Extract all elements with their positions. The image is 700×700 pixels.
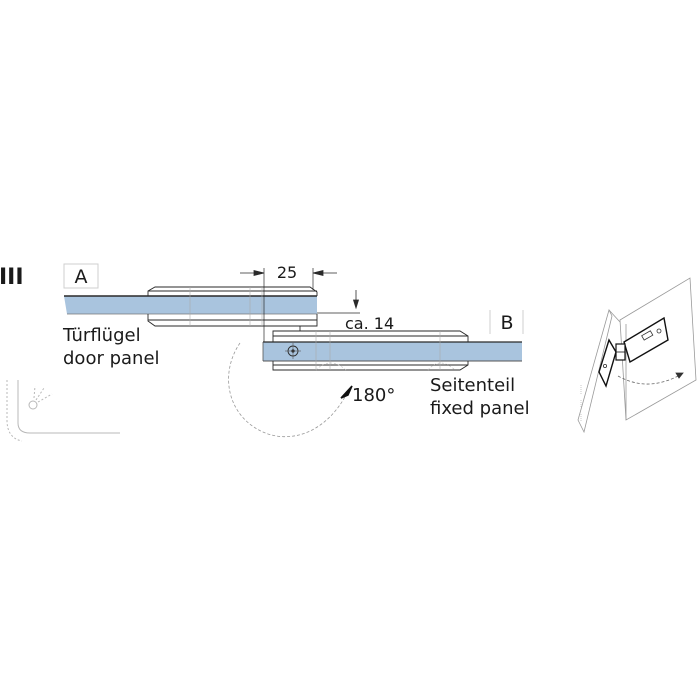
hinge-isometric-icon [577,277,697,434]
panel-a-marker: A [63,263,99,289]
corner-sketch-icon [6,380,120,442]
panel-b-label-de: Seitenteil [430,375,515,396]
fixed-hinge-body [272,326,469,371]
door-panel-glass [64,295,317,315]
door-hinge-body [147,286,318,327]
svg-text:A: A [75,266,88,288]
dimension-width [240,268,337,345]
panel-a-label-de: Türflügel [62,325,141,346]
rotation-label: 180° [352,385,395,406]
panel-b-marker: B [489,310,524,334]
rotation-arrow-icon [340,385,353,399]
title-fragment: III [0,265,24,290]
svg-text:B: B [500,312,513,334]
rotation-arc [228,342,347,438]
panel-b-label-en: fixed panel [430,398,530,419]
dimension-offset [317,290,360,314]
fixed-panel-glass [262,341,522,362]
dimension-offset-label: ca. 14 [345,314,394,333]
pivot-screw-icon [285,343,301,359]
panel-a-label-en: door panel [63,348,160,369]
dimension-width-label: 25 [277,263,297,282]
